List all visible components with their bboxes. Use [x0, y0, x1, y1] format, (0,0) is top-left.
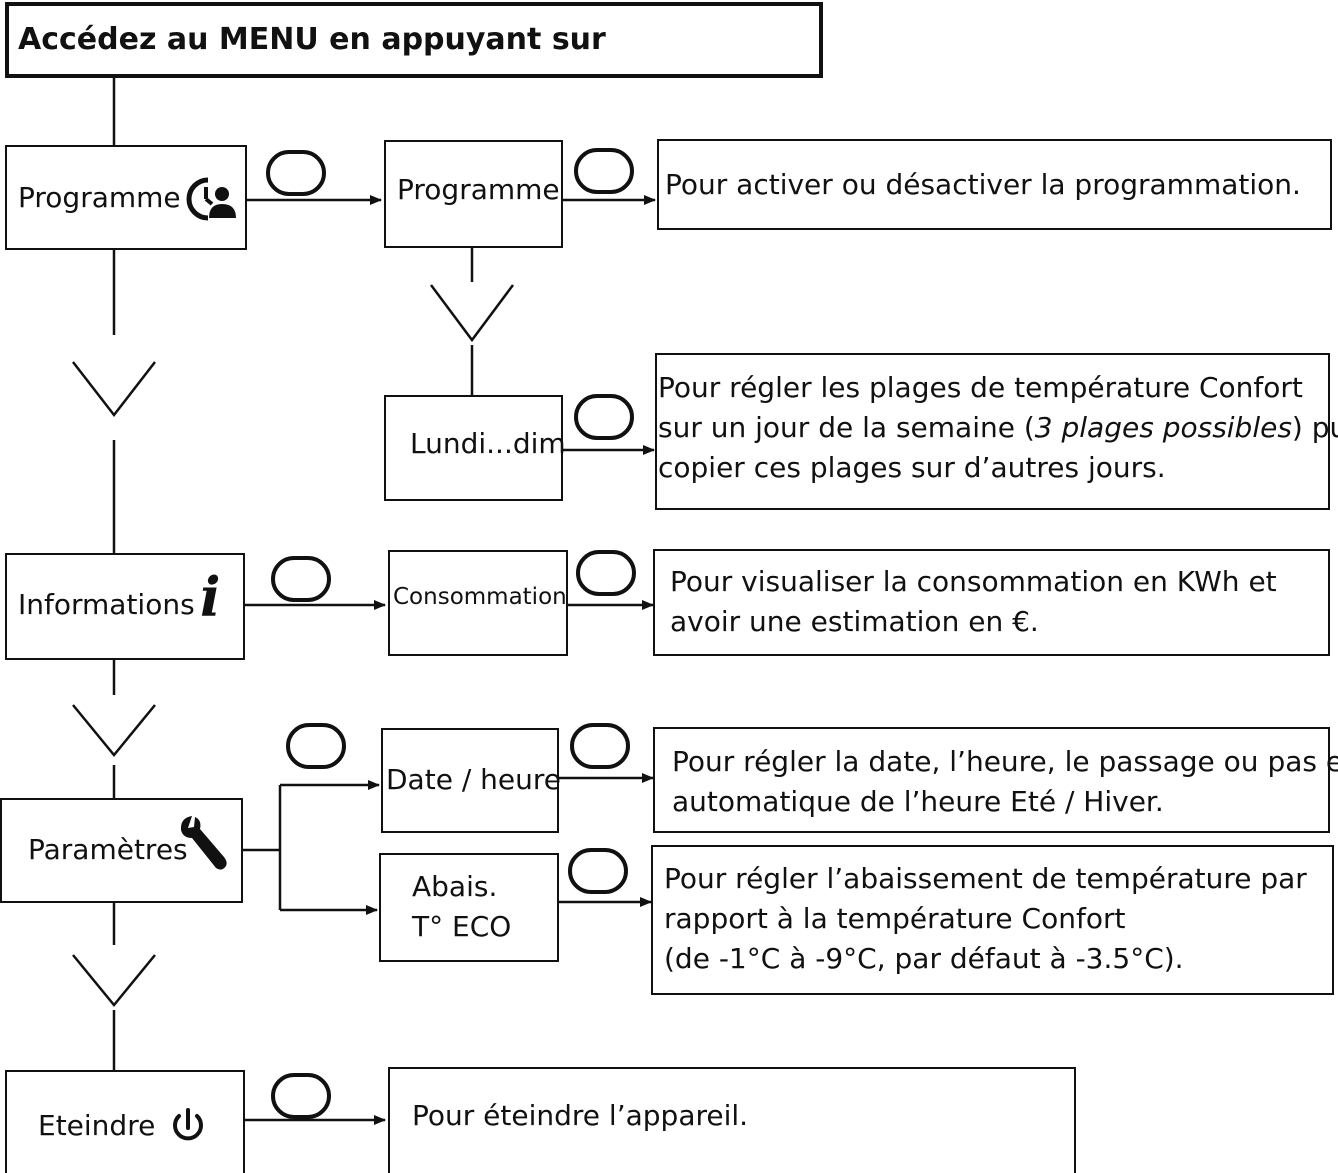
eteindre-desc-text: Pour éteindre l’appareil. — [412, 1099, 749, 1132]
chevron-down-icon — [72, 704, 156, 757]
wrench-icon — [180, 816, 227, 870]
eteindre-desc: Pour éteindre l’appareil. — [412, 1096, 748, 1136]
programme-desc-box — [657, 139, 1332, 230]
date-desc-line: Pour régler la date, l’heure, le passage… — [672, 745, 1338, 778]
ok-button-icon — [570, 723, 630, 769]
programme-desc: Pour activer ou désactiver la programmat… — [665, 165, 1301, 205]
day-desc: Pour régler les plages de température Co… — [658, 368, 1338, 488]
date-desc-box — [653, 727, 1330, 833]
programme-submenu-box[interactable] — [384, 140, 563, 248]
day-desc-part: sur un jour de la semaine ( — [658, 411, 1035, 444]
chevron-down-icon — [72, 361, 156, 418]
eco-desc: Pour régler l’abaissement de température… — [664, 859, 1307, 979]
eteindre-menu-box[interactable] — [5, 1070, 245, 1173]
consommation-desc: Pour visualiser la consommation en KWh e… — [670, 562, 1277, 642]
day-desc-italic: 3 plages possibles — [1034, 411, 1292, 444]
day-submenu-label: Lundi...dim — [410, 427, 566, 460]
programme-submenu-label: Programme — [397, 173, 560, 206]
day-desc-box — [655, 353, 1330, 510]
clock-person-icon — [186, 177, 236, 221]
consommation-desc-line: Pour visualiser la consommation en KWh e… — [670, 565, 1277, 598]
day-desc-part: ) puis — [1291, 411, 1338, 444]
menu-title: Accédez au MENU en appuyant sur — [18, 25, 606, 55]
eco-desc-line: (de -1°C à -9°C, par défaut à -3.5°C). — [664, 942, 1184, 975]
info-icon: i — [200, 565, 221, 629]
consommation-desc-box — [653, 549, 1330, 656]
programme-desc-text: Pour activer ou désactiver la programmat… — [665, 168, 1301, 201]
informations-menu-label: Informations — [18, 588, 195, 621]
ok-button-icon — [574, 148, 634, 194]
ok-button-icon — [271, 1073, 331, 1119]
date-desc: Pour régler la date, l’heure, le passage… — [672, 742, 1338, 822]
eco-desc-line: rapport à la température Confort — [664, 902, 1126, 935]
eco-submenu-line: Abais. — [412, 870, 498, 903]
ok-button-icon — [574, 394, 634, 440]
ok-button-icon — [286, 723, 346, 769]
day-desc-line: Pour régler les plages de température Co… — [658, 371, 1303, 404]
chevron-down-icon — [72, 954, 156, 1007]
power-icon — [173, 1108, 203, 1141]
programme-menu-label: Programme — [18, 181, 181, 214]
day-desc-line: sur un jour de la semaine (3 plages poss… — [658, 408, 1338, 448]
chevron-down-icon — [429, 284, 515, 343]
menu-title-keyword: MENU — [218, 22, 319, 57]
date-submenu-box[interactable] — [381, 728, 559, 833]
consommation-desc-line: avoir une estimation en €. — [670, 605, 1039, 638]
menu-title-lead: Accédez au — [18, 22, 219, 57]
eteindre-desc-box — [388, 1067, 1076, 1173]
eco-desc-box — [651, 845, 1334, 995]
eteindre-menu-label: Eteindre — [38, 1109, 156, 1142]
date-submenu-label: Date / heure — [386, 763, 561, 796]
ok-button-icon — [266, 150, 326, 196]
ok-button-icon — [576, 550, 636, 596]
consommation-submenu-box[interactable] — [388, 550, 568, 656]
menu-title-box — [5, 2, 823, 78]
menu-title-tail: en appuyant sur — [318, 22, 606, 57]
informations-menu-box[interactable] — [5, 553, 245, 660]
eco-submenu-box[interactable] — [379, 853, 559, 962]
ok-button-icon — [271, 556, 331, 602]
parametres-menu-label: Paramètres — [28, 833, 188, 866]
eco-desc-line: Pour régler l’abaissement de température… — [664, 862, 1307, 895]
date-desc-line: automatique de l’heure Eté / Hiver. — [672, 785, 1164, 818]
consommation-submenu-label: Consommation — [393, 584, 567, 610]
eco-submenu-label: Abais. T° ECO — [412, 867, 511, 947]
eco-submenu-line: T° ECO — [412, 910, 512, 943]
day-submenu-box[interactable] — [384, 395, 563, 501]
day-desc-line: copier ces plages sur d’autres jours. — [658, 451, 1166, 484]
ok-button-icon — [568, 848, 628, 894]
